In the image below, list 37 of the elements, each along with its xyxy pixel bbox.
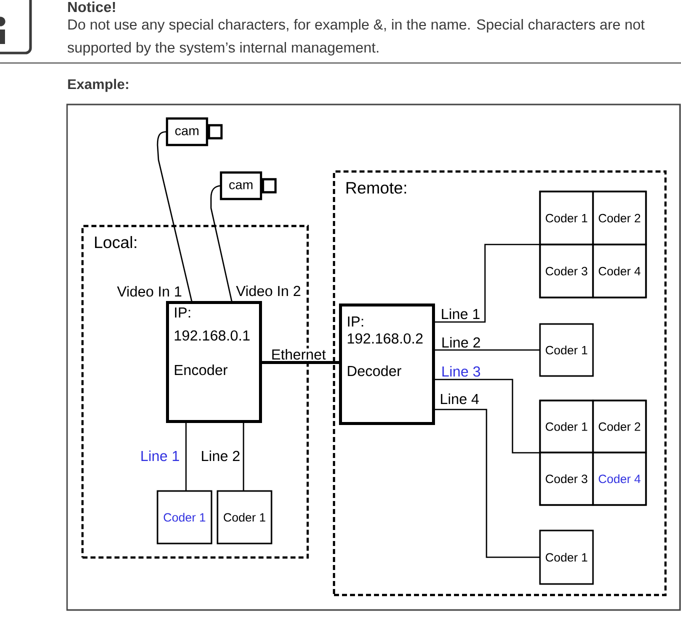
connector-line	[434, 244, 540, 323]
connector-line	[434, 378, 540, 454]
connector-line	[260, 361, 340, 364]
connector-line	[434, 408, 540, 558]
coder-box: Coder 1	[216, 490, 272, 544]
edge-label: Line 2	[440, 336, 482, 348]
edge-label: Line 4	[439, 392, 480, 405]
coder-box: Coder 1	[539, 323, 594, 377]
coder-box: Coder 4	[592, 244, 647, 298]
edge-label: Line 1	[440, 308, 481, 320]
camera-box: cam	[166, 117, 223, 146]
coder-box: Coder 1	[539, 530, 594, 585]
edge-label: Video In 2	[235, 284, 302, 297]
notice-heading: Notice!	[68, 2, 115, 12]
connector-line	[185, 422, 187, 491]
example-heading: Example:	[68, 78, 128, 92]
device-box: IP: 192.168.0.1 Encoder	[166, 301, 262, 423]
connector-line	[156, 131, 193, 303]
coder-box: Coder 1	[539, 190, 594, 246]
camera-box: cam	[220, 171, 277, 200]
edge-label: Line 1	[140, 450, 180, 462]
edge-label: Ethernet	[270, 348, 326, 360]
coder-box: Coder 1	[156, 490, 212, 544]
coder-box: Coder 3	[539, 452, 594, 506]
connector-line	[434, 349, 540, 351]
connector-line	[210, 185, 233, 303]
notice-text: Do not use any special characters, for example &, in the name. Special characters are not supported by the system’s internal management.	[68, 19, 645, 56]
connector-line	[242, 422, 244, 491]
coder-box: Coder 1	[539, 400, 594, 454]
coder-box: Coder 2	[592, 400, 647, 454]
edge-label: Video In 1	[116, 285, 183, 298]
coder-box: Coder 4	[592, 452, 647, 506]
edge-label: Line 2	[200, 450, 241, 462]
device-box: IP: 192.168.0.2 Decoder	[339, 304, 435, 425]
edge-label: Line 3	[440, 365, 482, 378]
coder-box: Coder 2	[592, 190, 647, 246]
coder-box: Coder 3	[539, 244, 594, 298]
